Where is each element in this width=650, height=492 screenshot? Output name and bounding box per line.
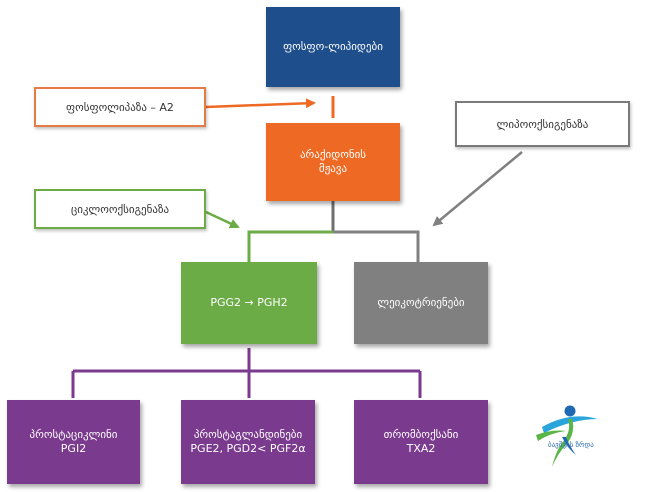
leukotrienes-label: ლეიკოტრიენები (377, 296, 465, 309)
logo-text: ბავშვის ზრდა (548, 441, 594, 449)
phospholipase-arrow (205, 98, 316, 109)
phospholipids-node: ფოსფო-ლიპიდები (266, 7, 400, 87)
thromboxane-label-line2: TXA2 (406, 442, 436, 455)
prostaglandins-label-line1: პროსტაგლანდინები (193, 428, 303, 441)
phospholipase-label: ფოსფოლიპაზა – A2 (66, 100, 174, 114)
thromboxane-node: თრომბოქსანი TXA2 (354, 400, 488, 484)
phospholipids-label: ფოსფო-ლიპიდები (283, 40, 383, 53)
gray-branch-line (333, 230, 420, 262)
prostacyclin-label-line1: პროსტაციკლინი (29, 428, 118, 441)
pgg2-pgh2-label: PGG2 → PGH2 (210, 296, 288, 309)
cyclooxygenase-arrow (205, 210, 240, 229)
prostaglandins-node: პროსტაგლანდინები PGE2, PGD2< PGF2α (181, 400, 315, 484)
arachidonic-acid-node: არაქიდონის მჟავა (266, 123, 400, 201)
prostacyclin-label-line2: PGI2 (60, 442, 87, 455)
lipoxygenase-arrow (432, 151, 523, 227)
pgg2-pgh2-node: PGG2 → PGH2 (181, 262, 317, 344)
cyclooxygenase-note: ციკლოოქსიგენაზა (34, 189, 206, 229)
phospholipase-note: ფოსფოლიპაზა – A2 (34, 87, 206, 127)
leukotrienes-node: ლეიკოტრიენები (354, 262, 488, 344)
prostacyclin-node: პროსტაციკლინი PGI2 (7, 400, 140, 484)
arachidonic-acid-label-line1: არაქიდონის (299, 148, 367, 161)
thromboxane-label-line1: თრომბოქსანი (383, 428, 459, 441)
logo: ბავშვის ზრდა (532, 403, 640, 473)
cyclooxygenase-label: ციკლოოქსიგენაზა (70, 202, 170, 216)
green-branch-line (247, 230, 333, 262)
lipoxygenase-label: ლიპოოქსიგენაზა (496, 117, 589, 131)
prostaglandins-label-line2: PGE2, PGD2< PGF2α (190, 442, 306, 455)
arachidonic-acid-label-line2: მჟავა (318, 162, 348, 175)
running-figure-logo-icon (536, 405, 598, 467)
lipoxygenase-note: ლიპოოქსიგენაზა (455, 101, 630, 147)
